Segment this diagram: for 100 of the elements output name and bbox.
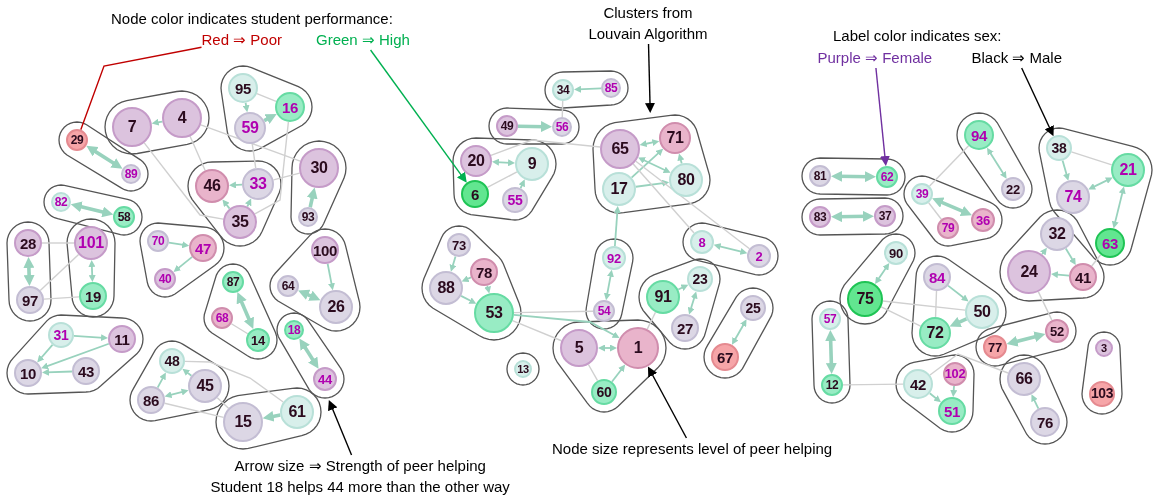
student-node: 101 [74,226,108,260]
student-node: 23 [687,266,713,292]
student-node: 51 [938,397,966,425]
student-node: 71 [659,122,691,154]
student-node: 48 [159,348,185,374]
student-node: 33 [242,168,274,200]
student-node: 16 [275,92,305,122]
student-node: 25 [740,295,766,321]
student-node: 41 [1069,263,1097,291]
student-node: 3 [1095,339,1113,357]
student-node: 90 [884,241,908,265]
connector-line [143,142,224,220]
student-node: 60 [591,379,617,405]
arrow [151,118,164,126]
double-arrow [713,243,748,255]
arrow [928,392,942,403]
student-node: 47 [189,234,217,262]
double-arrow [88,260,96,282]
student-node: 103 [1089,381,1115,407]
arrow [42,368,73,376]
student-node: 38 [1046,135,1072,161]
student-node: 72 [919,317,951,349]
connector-line [272,172,301,181]
arrow [449,255,457,272]
student-node: 18 [284,320,304,340]
connector-line [928,145,970,187]
connector-line [882,300,966,311]
legend-heading: Label color indicates sex: [833,26,1002,46]
student-node: 68 [211,307,233,329]
connector-line [163,402,225,419]
arrow [1039,247,1047,256]
arrow [326,262,335,291]
student-node: 92 [602,246,626,270]
annotation-text: Green ⇒ High [316,29,410,50]
student-node: 85 [601,78,621,98]
arrow [262,410,281,422]
student-node: 89 [121,164,141,184]
student-node: 100 [311,236,339,264]
student-node: 93 [298,207,318,227]
student-node: 6 [461,180,489,208]
arrow [173,255,194,273]
student-node: 102 [943,362,967,386]
student-node: 73 [447,233,471,257]
connector-line [41,242,75,244]
double-arrow [598,344,617,352]
annotation-text: Purple ⇒ Female [817,47,933,68]
student-node: 1 [617,327,659,369]
student-node: 61 [280,395,314,429]
connector-line [486,171,518,189]
connector-line [587,363,599,382]
student-node: 91 [646,280,680,314]
student-node: 11 [108,325,136,353]
double-arrow [875,262,890,285]
student-node: 83 [809,206,831,228]
connector-line [189,135,206,172]
student-node: 17 [602,172,636,206]
student-node: 43 [72,357,100,385]
double-arrow [298,289,321,301]
arrow [947,284,969,302]
student-node: 9 [515,147,549,181]
student-node: 76 [1030,407,1060,437]
student-node: 24 [1007,250,1051,294]
arrow [677,284,689,291]
double-arrow [731,319,747,345]
connector-line [842,383,904,386]
student-node: 46 [195,169,229,203]
student-node: 63 [1095,228,1125,258]
student-node: 54 [593,300,615,322]
student-node: 15 [223,402,263,442]
annotation-text: Node size represents level of peer helping [552,438,833,459]
legend-heading: Node color indicates student performance: [111,9,393,29]
double-arrow [987,147,1007,179]
double-arrow [831,210,874,223]
leader-arrow [875,67,890,167]
student-node: 32 [1040,217,1074,251]
student-node: 26 [319,290,353,324]
double-arrow [831,170,876,183]
student-node: 34 [552,79,574,101]
student-node: 95 [228,73,258,103]
arrow [41,342,110,370]
connector-line [934,290,938,318]
student-node: 39 [911,183,933,205]
connector-line [251,143,257,169]
student-node: 82 [51,192,71,212]
arrow [630,148,664,179]
arrow [1031,394,1040,410]
double-arrow [639,139,660,148]
student-node: 81 [809,165,831,187]
student-node: 86 [137,386,165,414]
student-node: 80 [669,163,703,197]
student-node: 67 [711,343,739,371]
connector-line [1091,254,1102,267]
leader-line [80,46,203,131]
double-arrow [603,269,614,301]
student-node: 4 [162,98,202,138]
student-node: 28 [14,229,42,257]
annotation-text: Arrow size ⇒ Strength of peer helping [233,456,487,476]
connector-line [43,296,80,300]
student-node: 88 [429,271,463,305]
student-node: 75 [847,281,883,317]
